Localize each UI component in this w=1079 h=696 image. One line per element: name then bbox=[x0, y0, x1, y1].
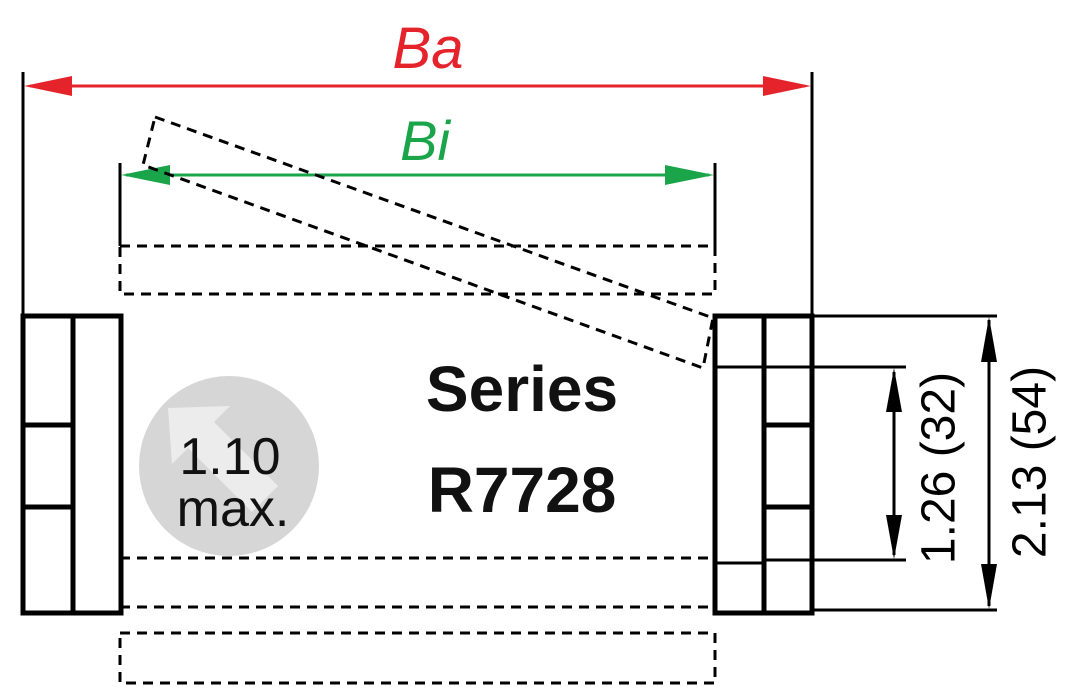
inner-width-arrowhead-right bbox=[665, 165, 714, 185]
inner-height-label: 1.26 (32) bbox=[913, 372, 966, 564]
outer-width-arrowhead-left bbox=[24, 76, 72, 96]
inner-height-arrowhead-top bbox=[886, 368, 902, 412]
bottom-shelf-outline bbox=[118, 631, 717, 685]
left-frame-post bbox=[20, 313, 124, 616]
series-model: R7728 bbox=[428, 454, 617, 526]
badge-value: 1.10 bbox=[179, 428, 280, 486]
tilted-shelf-outline bbox=[141, 115, 715, 371]
outer-width-arrowhead-right bbox=[763, 76, 811, 96]
inner-width-label: Bi bbox=[400, 109, 451, 172]
max-size-badge: 1.10 max. bbox=[139, 376, 319, 556]
outer-height-arrowhead-top bbox=[981, 317, 997, 362]
outer-height-label: 2.13 (54) bbox=[1004, 366, 1057, 558]
inner-width-arrowhead-left bbox=[121, 165, 170, 185]
right-frame-post bbox=[712, 313, 815, 616]
outer-width-label: Ba bbox=[393, 16, 464, 81]
outer-height-arrowhead-bottom bbox=[981, 564, 997, 609]
inner-height-arrowhead-bottom bbox=[886, 515, 902, 559]
series-label: Series bbox=[426, 353, 618, 425]
upper-shelf-outline bbox=[118, 244, 717, 296]
badge-arrow-icon bbox=[168, 406, 278, 512]
badge-unit: max. bbox=[177, 480, 290, 538]
